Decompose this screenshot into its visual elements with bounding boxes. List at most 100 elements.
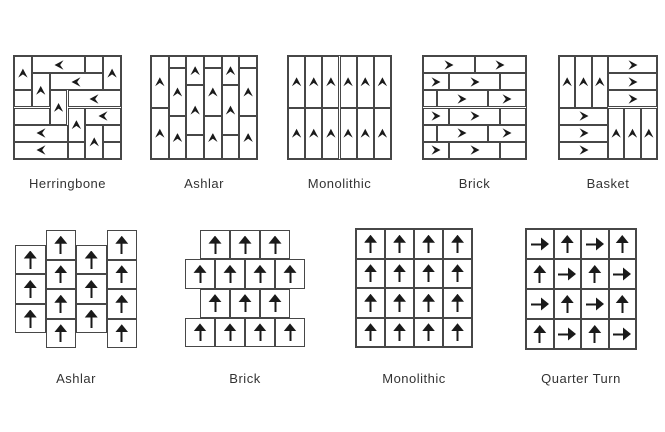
- tile: [106, 289, 137, 319]
- up-arrow-icon: [377, 77, 388, 87]
- tile: [45, 289, 76, 319]
- right-arrow-icon: [503, 94, 512, 104]
- tile: [423, 124, 437, 142]
- tile: [322, 56, 340, 108]
- up-arrow-icon: [393, 235, 406, 253]
- right-arrow-icon: [628, 77, 637, 87]
- pattern-tiles: [287, 55, 392, 160]
- tile: [423, 56, 475, 74]
- tile: [103, 141, 121, 159]
- tile: [356, 56, 374, 108]
- tile: [339, 56, 357, 108]
- pattern-tiles: [13, 55, 122, 160]
- tile: [591, 56, 608, 108]
- up-arrow-icon: [18, 68, 28, 78]
- tile: [45, 318, 76, 348]
- up-arrow-icon: [115, 236, 128, 254]
- up-arrow-icon: [208, 87, 218, 97]
- up-arrow-icon: [224, 323, 237, 342]
- right-arrow-icon: [444, 60, 453, 70]
- up-arrow-icon: [24, 280, 37, 298]
- up-arrow-icon: [616, 235, 629, 253]
- up-arrow-icon: [36, 85, 46, 95]
- up-arrow-icon: [172, 133, 183, 143]
- tile: [103, 56, 121, 91]
- tile: [14, 124, 68, 142]
- tile: [356, 317, 385, 347]
- tile: [186, 56, 204, 86]
- tile: [339, 107, 357, 159]
- tile: [288, 56, 306, 108]
- up-arrow-icon: [225, 105, 236, 115]
- pattern-label: Herringbone: [28, 176, 107, 191]
- left-arrow-icon: [54, 60, 63, 70]
- tile: [608, 289, 636, 319]
- tile: [14, 107, 50, 125]
- up-arrow-icon: [377, 128, 388, 138]
- right-arrow-icon: [579, 128, 588, 138]
- tile: [448, 141, 501, 159]
- right-arrow-icon: [503, 128, 512, 138]
- tile: [15, 303, 46, 334]
- up-arrow-icon: [343, 128, 353, 138]
- tile: [575, 56, 592, 108]
- right-arrow-icon: [613, 268, 631, 281]
- tile: [423, 107, 449, 125]
- tile: [239, 56, 257, 69]
- up-arrow-icon: [54, 236, 67, 254]
- up-arrow-icon: [627, 128, 638, 138]
- tile: [608, 259, 636, 289]
- tile: [624, 107, 641, 159]
- tile: [260, 230, 290, 260]
- up-arrow-icon: [209, 294, 222, 313]
- tile: [414, 229, 443, 259]
- up-arrow-icon: [254, 265, 267, 283]
- tile: [581, 289, 609, 319]
- tile: [474, 56, 526, 74]
- tile: [49, 73, 104, 91]
- tile: [151, 107, 169, 159]
- tile: [373, 56, 391, 108]
- tile: [608, 107, 625, 159]
- left-arrow-icon: [72, 77, 81, 87]
- tile: [288, 107, 306, 159]
- tile: [500, 73, 526, 91]
- pattern-label: Brick: [229, 371, 261, 386]
- tile: [448, 107, 501, 125]
- tile: [443, 317, 472, 347]
- tile: [423, 141, 449, 159]
- up-arrow-icon: [578, 77, 589, 87]
- up-arrow-icon: [115, 324, 128, 343]
- up-arrow-icon: [254, 323, 267, 342]
- tile: [239, 68, 257, 117]
- tile: [15, 244, 46, 275]
- right-arrow-icon: [470, 77, 479, 87]
- tile: [85, 56, 104, 74]
- tile: [373, 107, 391, 159]
- pattern-tiles: [525, 228, 637, 350]
- up-arrow-icon: [194, 265, 207, 283]
- tile: [106, 230, 137, 260]
- tile: [245, 317, 275, 347]
- pattern-tiles: [355, 228, 473, 348]
- tile: [275, 317, 305, 347]
- tile: [423, 73, 449, 91]
- tile: [305, 56, 323, 108]
- tile: [385, 229, 414, 259]
- tile: [67, 141, 86, 159]
- up-arrow-icon: [343, 77, 353, 87]
- tile: [67, 107, 86, 142]
- up-arrow-icon: [611, 128, 621, 138]
- tile: [221, 56, 240, 86]
- up-arrow-icon: [422, 294, 435, 312]
- pattern-tiles: [150, 55, 258, 160]
- up-arrow-icon: [588, 325, 601, 343]
- tile: [185, 259, 215, 289]
- up-arrow-icon: [24, 251, 37, 269]
- up-arrow-icon: [393, 323, 406, 342]
- up-arrow-icon: [85, 310, 98, 328]
- tile: [488, 90, 526, 108]
- up-arrow-icon: [190, 66, 200, 76]
- pattern-label: Ashlar: [56, 371, 96, 386]
